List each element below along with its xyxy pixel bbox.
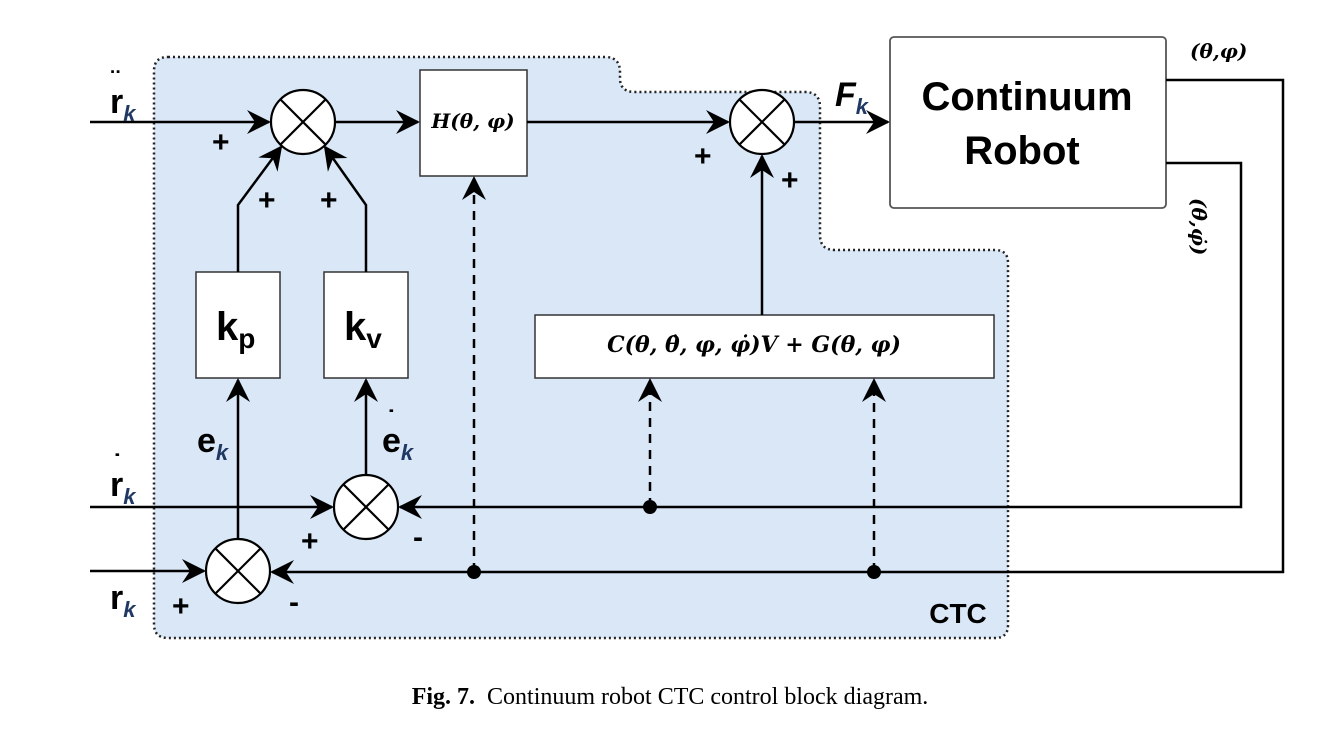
figure-caption-label: Fig. 7.: [411, 684, 476, 710]
sign-labels: + + + + + + - + -: [172, 126, 799, 623]
junction-dot: [867, 565, 881, 579]
input-label-r-dot: rk: [110, 466, 137, 509]
coriolis-gravity-label: C(θ, θ̇, φ, φ̇)V + G(θ, φ): [607, 332, 901, 358]
coriolis-gravity-block: [534, 314, 995, 379]
position-feedback-label: (θ,φ): [1190, 39, 1247, 63]
ddot-mark: ¨: [111, 64, 120, 94]
sum-junction-force: [728, 88, 796, 156]
plus-sign: +: [258, 184, 276, 217]
kv-block: [323, 271, 409, 379]
inertia-block: [419, 69, 528, 177]
error-label-e-dot: ek: [382, 422, 415, 465]
plus-sign: +: [781, 164, 799, 197]
plus-sign: +: [301, 525, 319, 558]
input-label-r-ddot: rk: [110, 83, 137, 126]
input-label-r: rk: [110, 579, 137, 622]
minus-sign: -: [413, 521, 423, 554]
dot-mark: ˙: [113, 448, 122, 478]
error-label-e: ek: [197, 422, 230, 465]
velocity-feedback-label: (θ̇,φ̇): [1187, 198, 1211, 255]
inertia-block-label: H(θ, φ): [430, 109, 514, 133]
force-label: Fk: [835, 76, 870, 119]
robot-label-line2: Robot: [964, 129, 1080, 173]
sum-junction-velocity-error: [332, 473, 400, 541]
plus-sign: +: [320, 184, 338, 217]
figure-caption-text: Continuum robot CTC control block diagra…: [487, 684, 929, 710]
sum-junction-acceleration: [269, 88, 337, 156]
figure-caption: Fig. 7. Continuum robot CTC control bloc…: [0, 684, 1340, 711]
plus-sign: +: [172, 590, 190, 623]
dashed-lines: [462, 176, 886, 572]
continuum-robot-block: [889, 36, 1167, 209]
ctc-label: CTC: [929, 598, 987, 629]
plus-sign: +: [694, 140, 712, 173]
sum-junction-position-error: [204, 537, 272, 605]
signal-lines: [90, 78, 1285, 584]
dot-mark: ˙: [387, 404, 396, 434]
kp-label: kp: [216, 305, 255, 354]
minus-sign: -: [289, 586, 299, 619]
kv-label: kv: [344, 305, 382, 354]
robot-label-line1: Continuum: [921, 75, 1132, 119]
junction-dot: [467, 565, 481, 579]
junction-dot: [643, 500, 657, 514]
plus-sign: +: [212, 126, 230, 159]
